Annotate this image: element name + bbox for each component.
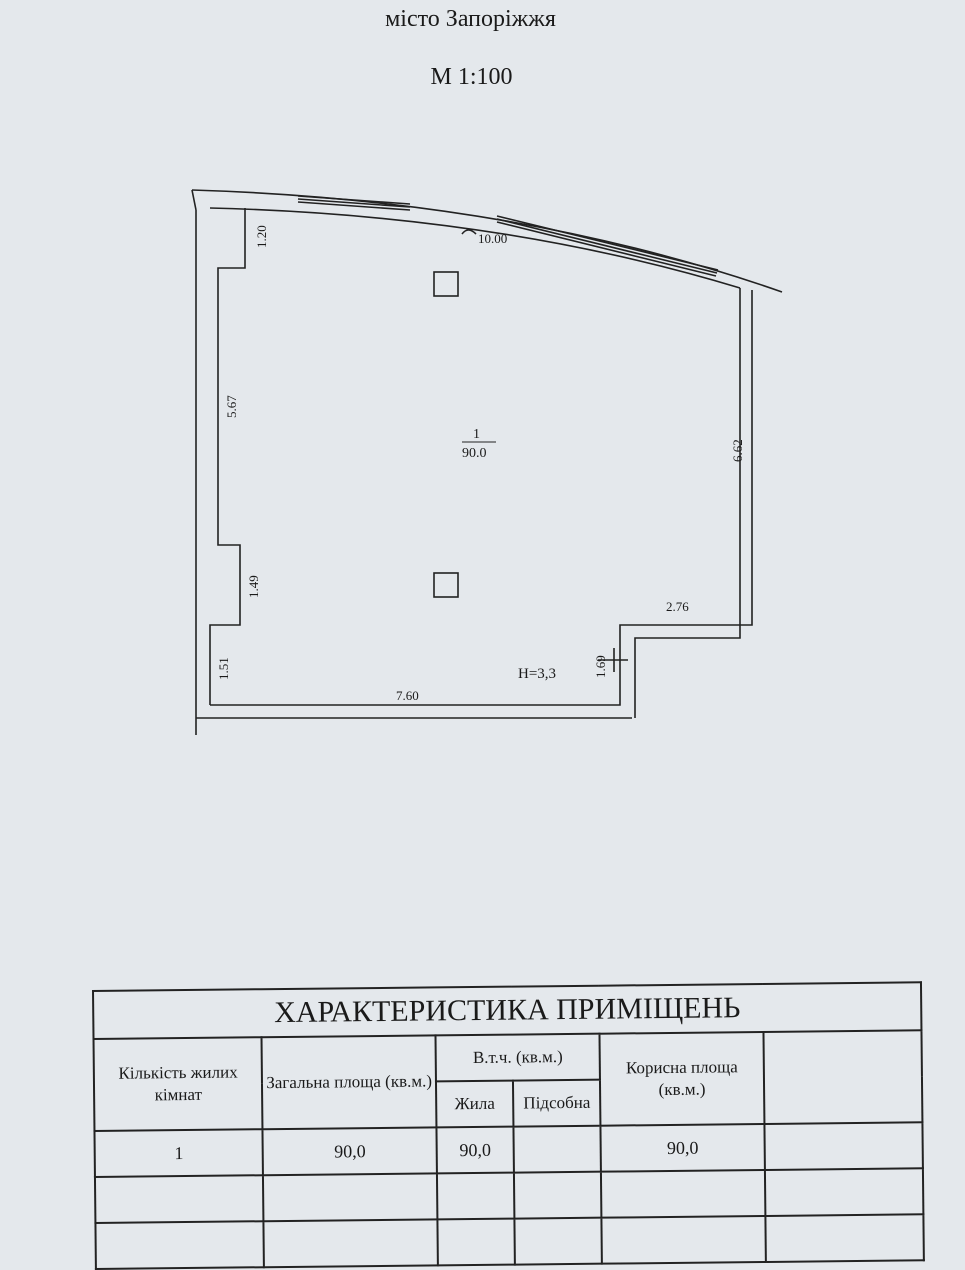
floor-plan: 10.00 1.20 5.67 1.49 1.51 7.60 6.62 2.76… <box>191 189 783 735</box>
outer-wall-left <box>191 189 197 735</box>
outer-wall-right <box>634 288 741 718</box>
rooms-characteristics-table: ХАРАКТЕРИСТИКА ПРИМІЩЕНЬ Кількість жилих… <box>92 981 925 1270</box>
window-1 <box>297 195 411 211</box>
inner-wall-left <box>209 208 246 705</box>
dim-left-step: 1.49 <box>246 575 261 598</box>
cell-total: 90,0 <box>262 1127 437 1176</box>
col-rooms: Кількість жилих кімнат <box>93 1037 263 1131</box>
cell-useful: 90,0 <box>600 1123 765 1172</box>
city-title: місто Запоріжжя <box>385 6 556 32</box>
cell-empty <box>764 1122 923 1170</box>
column-top <box>433 271 459 297</box>
room-area: 90.0 <box>462 446 487 461</box>
cell-living: 90,0 <box>436 1126 514 1174</box>
scale-label: М 1:100 <box>430 64 513 90</box>
col-total: Загальна площа (кв.м.) <box>261 1035 437 1130</box>
table-row <box>95 1214 924 1269</box>
col-living: Жила <box>435 1080 514 1128</box>
cell-rooms: 1 <box>94 1129 264 1177</box>
dim-bottom: 7.60 <box>396 688 419 703</box>
dim-left-bottom: 1.51 <box>216 657 231 680</box>
window-2 <box>496 215 719 277</box>
inner-wall-bottom <box>210 290 753 706</box>
dim-right: 6.62 <box>730 439 745 462</box>
dim-left: 5.67 <box>224 395 239 418</box>
cell-aux <box>513 1125 602 1173</box>
inner-wall-top <box>209 207 741 289</box>
dim-notch: 1.69 <box>593 655 608 678</box>
dim-arc: 10.00 <box>478 231 507 246</box>
column-bottom <box>433 572 459 598</box>
dim-top-left: 1.20 <box>254 225 269 248</box>
col-aux: Підсобна <box>513 1079 601 1127</box>
col-useful: Корисна площа (кв.м.) <box>599 1031 765 1126</box>
col-incl: В.т.ч. (кв.м.) <box>435 1033 601 1082</box>
table-title: ХАРАКТЕРИСТИКА ПРИМІЩЕНЬ <box>93 982 922 1039</box>
ceiling-height: Н=3,3 <box>518 666 556 682</box>
col-empty <box>763 1030 923 1124</box>
dim-right-bottom: 2.76 <box>666 599 689 614</box>
room-number: 1 <box>473 427 480 442</box>
